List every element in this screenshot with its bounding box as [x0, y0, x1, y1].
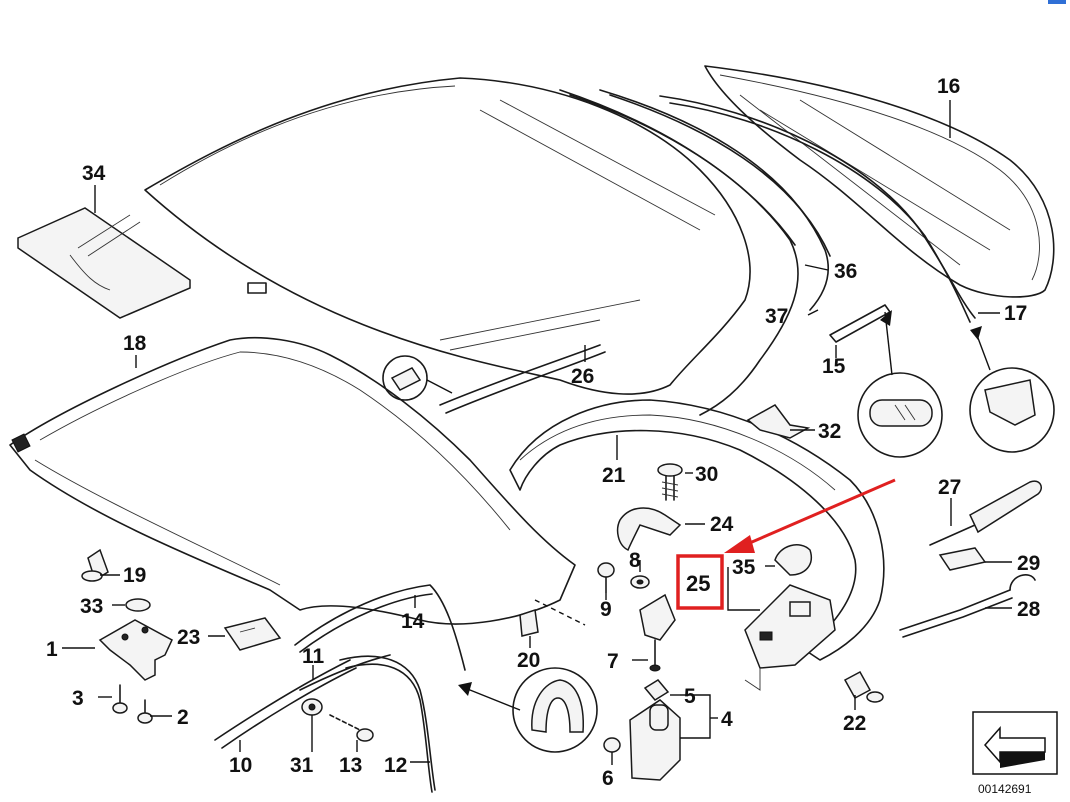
part-14-rail[interactable]: [294, 584, 466, 671]
highlight-callout: [676, 478, 896, 610]
highlight-box-25: [676, 554, 724, 610]
part-29-pad[interactable]: [938, 547, 987, 571]
part-9-bolt[interactable]: [597, 562, 615, 593]
part-12-rail[interactable]: [339, 655, 436, 793]
part-37-seal-strip[interactable]: [559, 89, 799, 416]
part-32-bracket[interactable]: [746, 404, 811, 439]
doc-number: 00142691: [978, 782, 1032, 796]
part-34-pad[interactable]: [17, 207, 191, 319]
label-10[interactable]: 10: [229, 754, 252, 777]
document-id-box: 00142691: [972, 711, 1058, 796]
detail-magnifier-17: [969, 326, 1055, 453]
part-labels: 16 34 18 36 37 17 15 26 32 21 30 27 24 1…: [46, 75, 1041, 790]
part-10-rail[interactable]: [214, 659, 357, 749]
part-27-screwdriver[interactable]: [929, 480, 1042, 546]
label-2[interactable]: 2: [177, 706, 189, 729]
part-17-glass-seal[interactable]: [659, 95, 976, 323]
label-13[interactable]: 13: [339, 754, 362, 777]
label-35[interactable]: 35: [732, 556, 756, 579]
part-23-plate[interactable]: [223, 617, 282, 651]
label-18[interactable]: 18: [123, 332, 147, 355]
label-11[interactable]: 11: [302, 645, 325, 668]
part-5-nut[interactable]: [643, 679, 670, 701]
part-8-washer[interactable]: [630, 575, 650, 589]
label-16[interactable]: 16: [937, 75, 960, 98]
label-15[interactable]: 15: [822, 355, 846, 378]
part-31-washer[interactable]: [301, 698, 323, 716]
label-29[interactable]: 29: [1017, 552, 1040, 575]
label-37[interactable]: 37: [765, 305, 788, 328]
soft-top-canvas[interactable]: [144, 77, 751, 395]
detail-magnifier-15: [857, 310, 943, 458]
leader-lines: [62, 100, 1012, 765]
label-25-highlighted[interactable]: 25: [686, 571, 710, 596]
label-3[interactable]: 3: [72, 687, 84, 710]
part-21-frame[interactable]: [509, 399, 885, 661]
label-20[interactable]: 20: [517, 649, 540, 672]
label-28[interactable]: 28: [1017, 598, 1041, 621]
label-6[interactable]: 6: [602, 767, 614, 790]
label-31[interactable]: 31: [290, 754, 314, 777]
label-12[interactable]: 12: [384, 754, 407, 777]
label-8[interactable]: 8: [629, 549, 641, 572]
label-22[interactable]: 22: [843, 712, 866, 735]
part-16-rear-window[interactable]: [704, 65, 1055, 298]
label-4[interactable]: 4: [721, 708, 733, 731]
label-26[interactable]: 26: [571, 365, 594, 388]
label-1[interactable]: 1: [46, 638, 58, 661]
label-17[interactable]: 17: [1004, 302, 1027, 325]
label-7[interactable]: 7: [607, 650, 619, 673]
part-30-screw[interactable]: [657, 463, 683, 501]
part-18-headliner[interactable]: [9, 336, 576, 625]
part-7-pivot[interactable]: [639, 593, 676, 672]
part-22-bolt[interactable]: [843, 670, 884, 703]
label-19[interactable]: 19: [123, 564, 146, 587]
part-13-screw[interactable]: [329, 714, 374, 742]
part-4-hinge[interactable]: [629, 699, 681, 781]
label-32[interactable]: 32: [818, 420, 841, 443]
part-36-seal-strip[interactable]: [599, 89, 831, 311]
detail-magnifier-rail: [458, 667, 598, 753]
part-2-screw[interactable]: [137, 699, 153, 724]
corner-accent-mark: [1048, 0, 1066, 4]
label-36[interactable]: 36: [834, 260, 857, 283]
part-15-corner-strip[interactable]: [829, 304, 891, 343]
label-5[interactable]: 5: [684, 685, 696, 708]
part-3-screw[interactable]: [112, 684, 128, 714]
part-20-clip[interactable]: [519, 599, 586, 637]
label-24[interactable]: 24: [710, 513, 734, 536]
part-28-wrench[interactable]: [899, 574, 1036, 638]
label-30[interactable]: 30: [695, 463, 718, 486]
label-33[interactable]: 33: [80, 595, 103, 618]
part-1-bracket[interactable]: [98, 619, 173, 681]
label-27[interactable]: 27: [938, 476, 961, 499]
part-35-cap[interactable]: [774, 544, 812, 576]
part-24-clip[interactable]: [616, 507, 682, 552]
label-34[interactable]: 34: [82, 162, 106, 185]
part-25-bracket[interactable]: [744, 584, 836, 691]
detail-magnifier-26: [382, 355, 453, 401]
label-14[interactable]: 14: [401, 610, 425, 633]
label-21[interactable]: 21: [602, 464, 626, 487]
part-19-bolt[interactable]: [81, 548, 109, 582]
part-6-bolt[interactable]: [603, 737, 621, 753]
part-33-washer[interactable]: [125, 598, 151, 612]
label-23[interactable]: 23: [177, 626, 200, 649]
label-9[interactable]: 9: [600, 598, 612, 621]
